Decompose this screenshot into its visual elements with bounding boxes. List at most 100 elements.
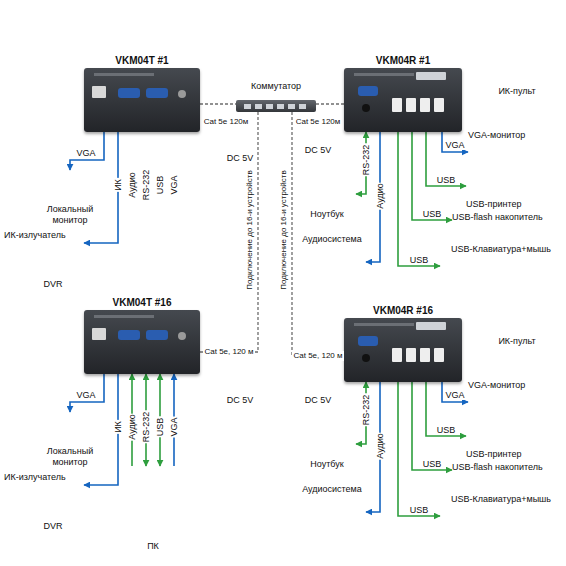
device-port xyxy=(434,98,444,112)
device-port xyxy=(178,332,186,340)
transmitter-unit: VKM04T #16 xyxy=(84,296,200,374)
keyboard-mouse: USB-Клавиатура+мышь xyxy=(440,494,562,528)
node-label: USB-flash накопитель xyxy=(452,462,543,473)
node-label: VGA-монитор xyxy=(468,380,525,391)
device-port xyxy=(146,88,168,98)
signal-label: USB xyxy=(155,175,165,196)
device-housing xyxy=(84,68,200,132)
node-label: VKM04R #1 xyxy=(376,54,430,68)
signal-wire xyxy=(398,132,440,266)
ir-remote: ИК-пульт xyxy=(474,336,560,366)
device-port xyxy=(354,73,414,76)
device-port xyxy=(94,315,154,318)
signal-label: Аудио xyxy=(375,432,385,459)
signal-wire xyxy=(426,382,466,436)
signal-label: Cat 5e 120м xyxy=(203,117,250,127)
signal-label: USB xyxy=(155,417,165,438)
laptop: Ноутбук xyxy=(298,182,356,220)
signal-label: USB xyxy=(409,255,430,265)
device-housing xyxy=(84,310,200,374)
transmitter-unit: VKM04T #1 xyxy=(84,54,200,132)
device-port xyxy=(416,322,446,330)
note-label: Подключение до 16-и устройств xyxy=(279,169,289,290)
switch-port xyxy=(255,104,262,109)
device-port xyxy=(362,354,370,362)
signal-wire xyxy=(442,382,468,402)
node-label: Локальный монитор xyxy=(40,446,100,468)
node-label: Коммутатор xyxy=(251,80,301,92)
signal-label: RS-232 xyxy=(361,394,371,427)
signal-label: ИК xyxy=(113,178,123,192)
signal-label: VGA xyxy=(75,148,96,158)
switch-body xyxy=(236,100,316,112)
node-label: USB-принтер xyxy=(466,199,521,210)
signal-wire xyxy=(70,132,104,170)
node-label: VGA-монитор xyxy=(468,130,525,141)
switch-port xyxy=(266,104,273,109)
device-port xyxy=(416,72,446,80)
pc-tower: ПК xyxy=(126,466,180,552)
usb-flash: USB-flash накопитель xyxy=(452,462,562,478)
node-label: ПК xyxy=(147,541,159,552)
dvr-device: DVR xyxy=(20,500,86,532)
usb-printer: USB-принтер xyxy=(466,426,560,460)
device-port xyxy=(178,90,186,98)
audio-system: Аудиосистема xyxy=(298,234,366,278)
note-label: Подключение до 16-и устройств xyxy=(245,169,255,290)
signal-label: Cat 5e, 120 м xyxy=(203,347,254,357)
signal-label: USB xyxy=(422,459,443,469)
signal-label: VGA xyxy=(444,390,465,400)
dvr-device: DVR xyxy=(20,258,86,290)
keyboard-mouse: USB-Клавиатура+мышь xyxy=(440,244,562,278)
network-cable xyxy=(200,112,258,352)
laptop: Ноутбук xyxy=(298,432,356,470)
device-port xyxy=(434,348,444,362)
ir-remote: ИК-пульт xyxy=(474,86,560,116)
signal-label: VGA xyxy=(444,140,465,150)
signal-label: RS-232 xyxy=(141,169,151,202)
device-port xyxy=(420,98,430,112)
signal-label: Аудио xyxy=(127,171,137,198)
signal-label: DC 5V xyxy=(304,395,333,405)
network-switch: Коммутатор xyxy=(236,80,316,112)
ir-emitter: ИК-излучатель xyxy=(4,230,84,256)
node-label: USB-принтер xyxy=(466,449,521,460)
node-label: ИК-излучатель xyxy=(4,230,66,241)
device-port xyxy=(420,348,430,362)
node-label: VKM04T #1 xyxy=(115,54,168,68)
receiver-unit: VKM04R #16 xyxy=(344,304,462,382)
node-label: DVR xyxy=(43,521,62,532)
network-cable xyxy=(200,103,236,104)
usb-flash: USB-flash накопитель xyxy=(452,212,562,228)
device-port xyxy=(392,348,402,362)
device-port xyxy=(406,98,416,112)
usb-printer: USB-принтер xyxy=(466,176,560,210)
monitor-device: Локальный монитор xyxy=(40,412,100,468)
node-label: USB-Клавиатура+мышь xyxy=(451,494,551,505)
device-port xyxy=(118,330,140,340)
ir-emitter: ИК-излучатель xyxy=(4,472,84,498)
device-port xyxy=(358,86,378,96)
signal-label: VGA xyxy=(169,416,179,437)
signal-label: VGA xyxy=(75,390,96,400)
node-label: Аудиосистема xyxy=(302,484,362,495)
vga-monitor: VGA-монитор xyxy=(468,130,562,176)
signal-label: ИК xyxy=(113,420,123,434)
device-port xyxy=(92,328,106,340)
node-label: VKM04T #16 xyxy=(113,296,172,310)
signal-label: VGA xyxy=(169,174,179,195)
node-label: VKM04R #16 xyxy=(373,304,433,318)
device-port xyxy=(354,323,414,326)
device-port xyxy=(92,86,106,98)
signal-wire xyxy=(442,132,468,152)
switch-port xyxy=(244,104,251,109)
audio-system: Аудиосистема xyxy=(298,484,366,528)
device-port xyxy=(146,330,168,340)
signal-label: USB xyxy=(409,505,430,515)
node-label: Локальный монитор xyxy=(40,204,100,226)
signal-label: Cat 5e, 120 м xyxy=(292,351,343,361)
device-port xyxy=(94,73,154,76)
signal-wire xyxy=(426,132,466,186)
